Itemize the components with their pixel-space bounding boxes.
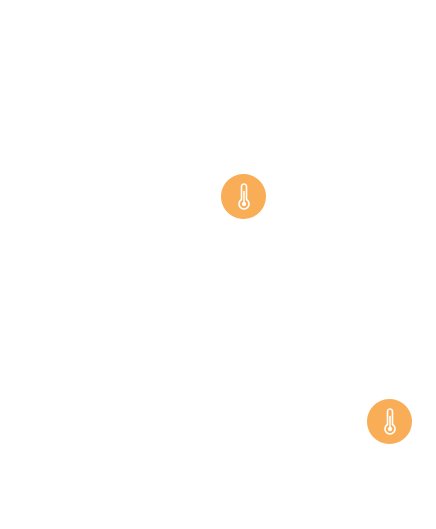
temperature-marker[interactable]: [221, 174, 266, 219]
thermometer-icon: [377, 407, 403, 437]
thermometer-icon: [231, 182, 257, 212]
temperature-marker[interactable]: [367, 399, 412, 444]
